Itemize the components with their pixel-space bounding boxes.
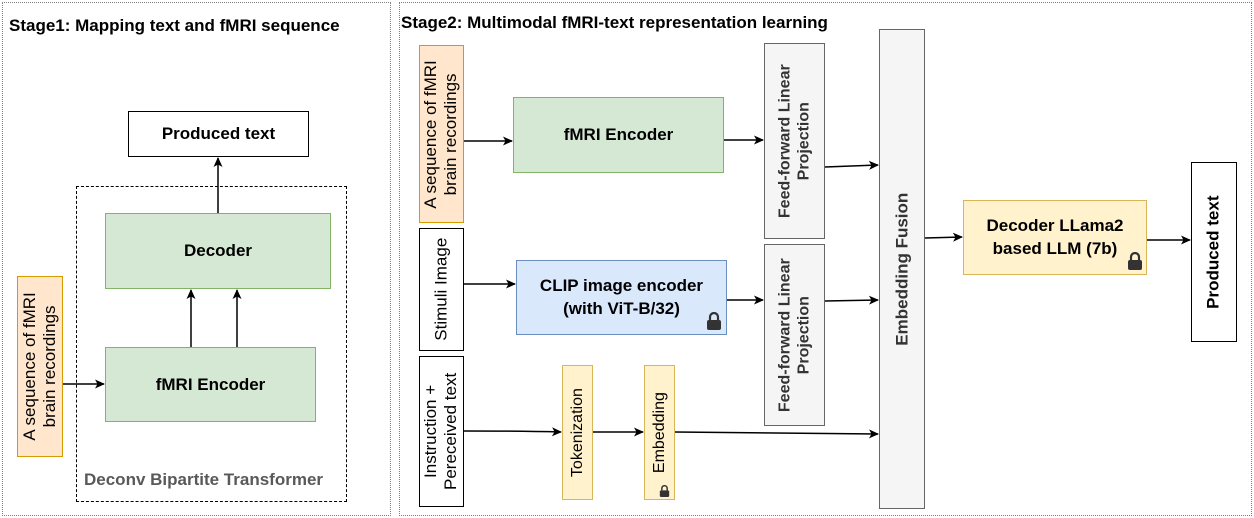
stage1-fmri-input-box: A sequence of fMRI brain recordings	[17, 276, 63, 457]
embedding-lock-icon	[659, 485, 670, 497]
arrow-icon	[463, 427, 562, 437]
feed-forward-projection-top: Feed-forward Linear Projection	[764, 43, 825, 239]
stage1-panel	[2, 2, 391, 516]
clip-lock-icon	[707, 312, 721, 330]
stage2-fmri-encoder-box: fMRI Encoder	[513, 97, 724, 173]
arrow-icon	[924, 232, 963, 242]
llm-lock-icon	[1128, 252, 1142, 270]
tokenization-box: Tokenization	[562, 365, 593, 500]
deconv-bipartite-transformer-container	[76, 186, 347, 502]
stage1-decoder-box: Decoder	[105, 213, 331, 289]
stage1-fmri-encoder-box: fMRI Encoder	[105, 347, 316, 422]
instruction-text-box: Instruction + Pereceived text	[419, 356, 464, 507]
embedding-box: Embedding	[644, 365, 675, 500]
clip-image-encoder-box: CLIP image encoder (with ViT-B/32)	[516, 260, 727, 335]
stage2-fmri-input-box: A sequence of fMRI brain recordings	[419, 45, 464, 223]
stage1-title: Stage1: Mapping text and fMRI sequence	[9, 16, 340, 35]
stage2-produced-text-box: Produced text	[1191, 162, 1237, 342]
arrow-icon	[824, 160, 879, 170]
feed-forward-projection-bottom: Feed-forward Linear Projection	[764, 244, 825, 426]
decoder-llama2-llm-box: Decoder LLama2 based LLM (7b)	[963, 200, 1147, 275]
stimuli-image-box: Stimuli Image	[419, 228, 464, 351]
stage1-produced-text-box: Produced text	[128, 111, 309, 157]
arrow-icon	[674, 429, 879, 439]
arrow-icon	[824, 295, 879, 305]
embedding-fusion-box: Embedding Fusion	[879, 29, 925, 509]
stage2-title: Stage2: Multimodal fMRI-text representat…	[401, 13, 828, 32]
stage2-panel	[399, 2, 1252, 516]
deconv-bipartite-transformer-label: Deconv Bipartite Transformer	[84, 470, 324, 489]
